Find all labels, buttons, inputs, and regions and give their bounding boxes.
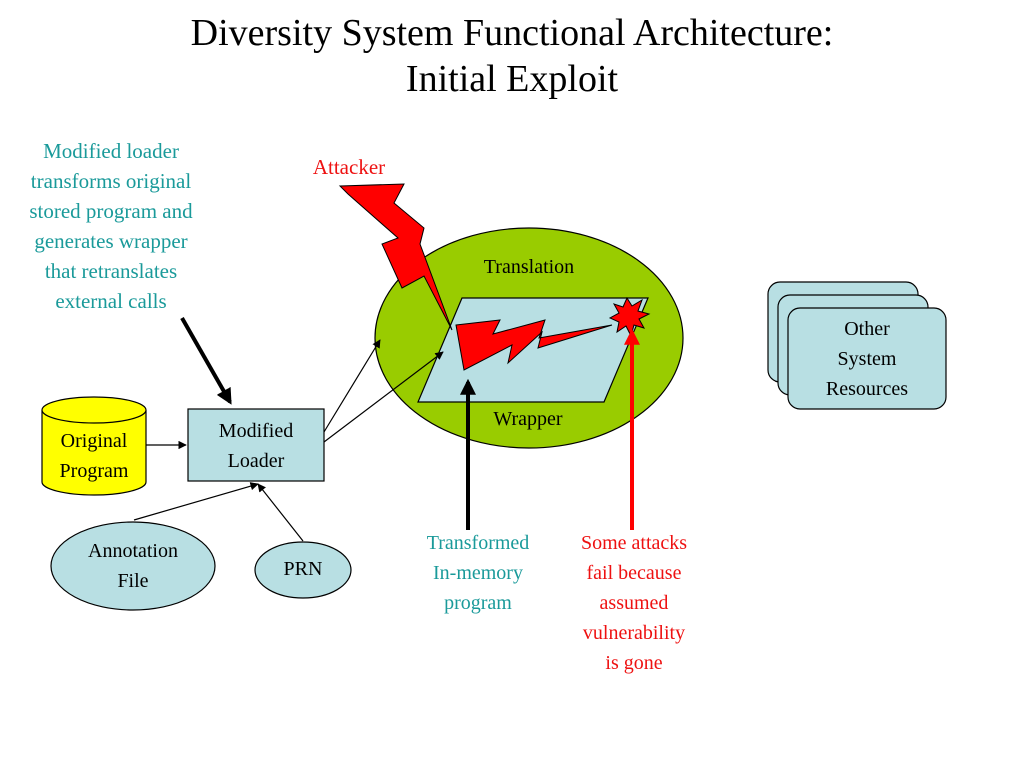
attacks-fail-line: Some attacks (580, 532, 688, 554)
arrow-prn-to-loader (257, 483, 304, 542)
title-line-2: Initial Exploit (405, 58, 619, 100)
loader-note-line: external calls (55, 289, 167, 313)
annotation-file-ellipse (50, 521, 216, 611)
other-resources-line: Resources (825, 378, 909, 400)
attacks-fail-line: vulnerability (582, 622, 686, 644)
modified-loader-label: Modified Loader (188, 416, 324, 476)
annotation-file-label: Annotation File (51, 536, 215, 596)
attacker-lightning-icon (338, 183, 453, 331)
loader-note-line: stored program and (29, 199, 193, 223)
arrow-annotation-to-loader (133, 482, 259, 521)
loader-note-line: Modified loader (43, 139, 179, 163)
attacks-fail-line: is gone (605, 652, 663, 674)
loader-note: Modified loader transforms original stor… (0, 136, 222, 316)
attacks-fail-line: assumed (599, 592, 669, 614)
modified-loader-line: Loader (227, 450, 285, 472)
original-program-cylinder (41, 396, 147, 496)
loader-note-line: transforms original (30, 169, 192, 193)
title-line-1: Diversity System Functional Architecture… (190, 12, 834, 54)
modified-loader-box (187, 408, 325, 482)
transformed-note: Transformed In-memory program (403, 528, 553, 618)
transformed-line: Transformed (426, 532, 530, 554)
transformed-line: In-memory (433, 562, 523, 584)
prn-ellipse (254, 541, 352, 599)
other-resources-line: System (837, 348, 897, 370)
attacker-label: Attacker (312, 155, 386, 179)
other-resources-label: Other System Resources (788, 314, 946, 404)
attacks-fail-line: fail because (586, 562, 682, 584)
loader-note-line: that retranslates (44, 259, 178, 283)
original-program-line: Original (60, 430, 128, 452)
loader-note-line: generates wrapper (34, 229, 188, 253)
annotation-file-line: File (117, 570, 149, 592)
transformed-line: program (444, 592, 512, 614)
page-title: Diversity System Functional Architecture… (0, 10, 1024, 102)
wrapper-label: Wrapper (493, 408, 563, 430)
attacks-fail-note: Some attacks fail because assumed vulner… (556, 528, 712, 678)
translation-label: Translation (483, 256, 575, 278)
prn-label: PRN (283, 558, 323, 580)
arrow-loader-to-translation (323, 339, 381, 433)
other-resources-line: Other (844, 318, 890, 340)
original-program-line: Program (59, 460, 129, 482)
internal-lightning-icon (455, 319, 613, 371)
arrow-loader-to-wrapper (323, 351, 444, 443)
arrow-note-to-loader (180, 317, 232, 405)
original-program-label: Original Program (42, 426, 146, 486)
resources-box-front (787, 307, 947, 410)
modified-loader-line: Modified (218, 420, 294, 442)
annotation-file-line: Annotation (88, 540, 178, 562)
